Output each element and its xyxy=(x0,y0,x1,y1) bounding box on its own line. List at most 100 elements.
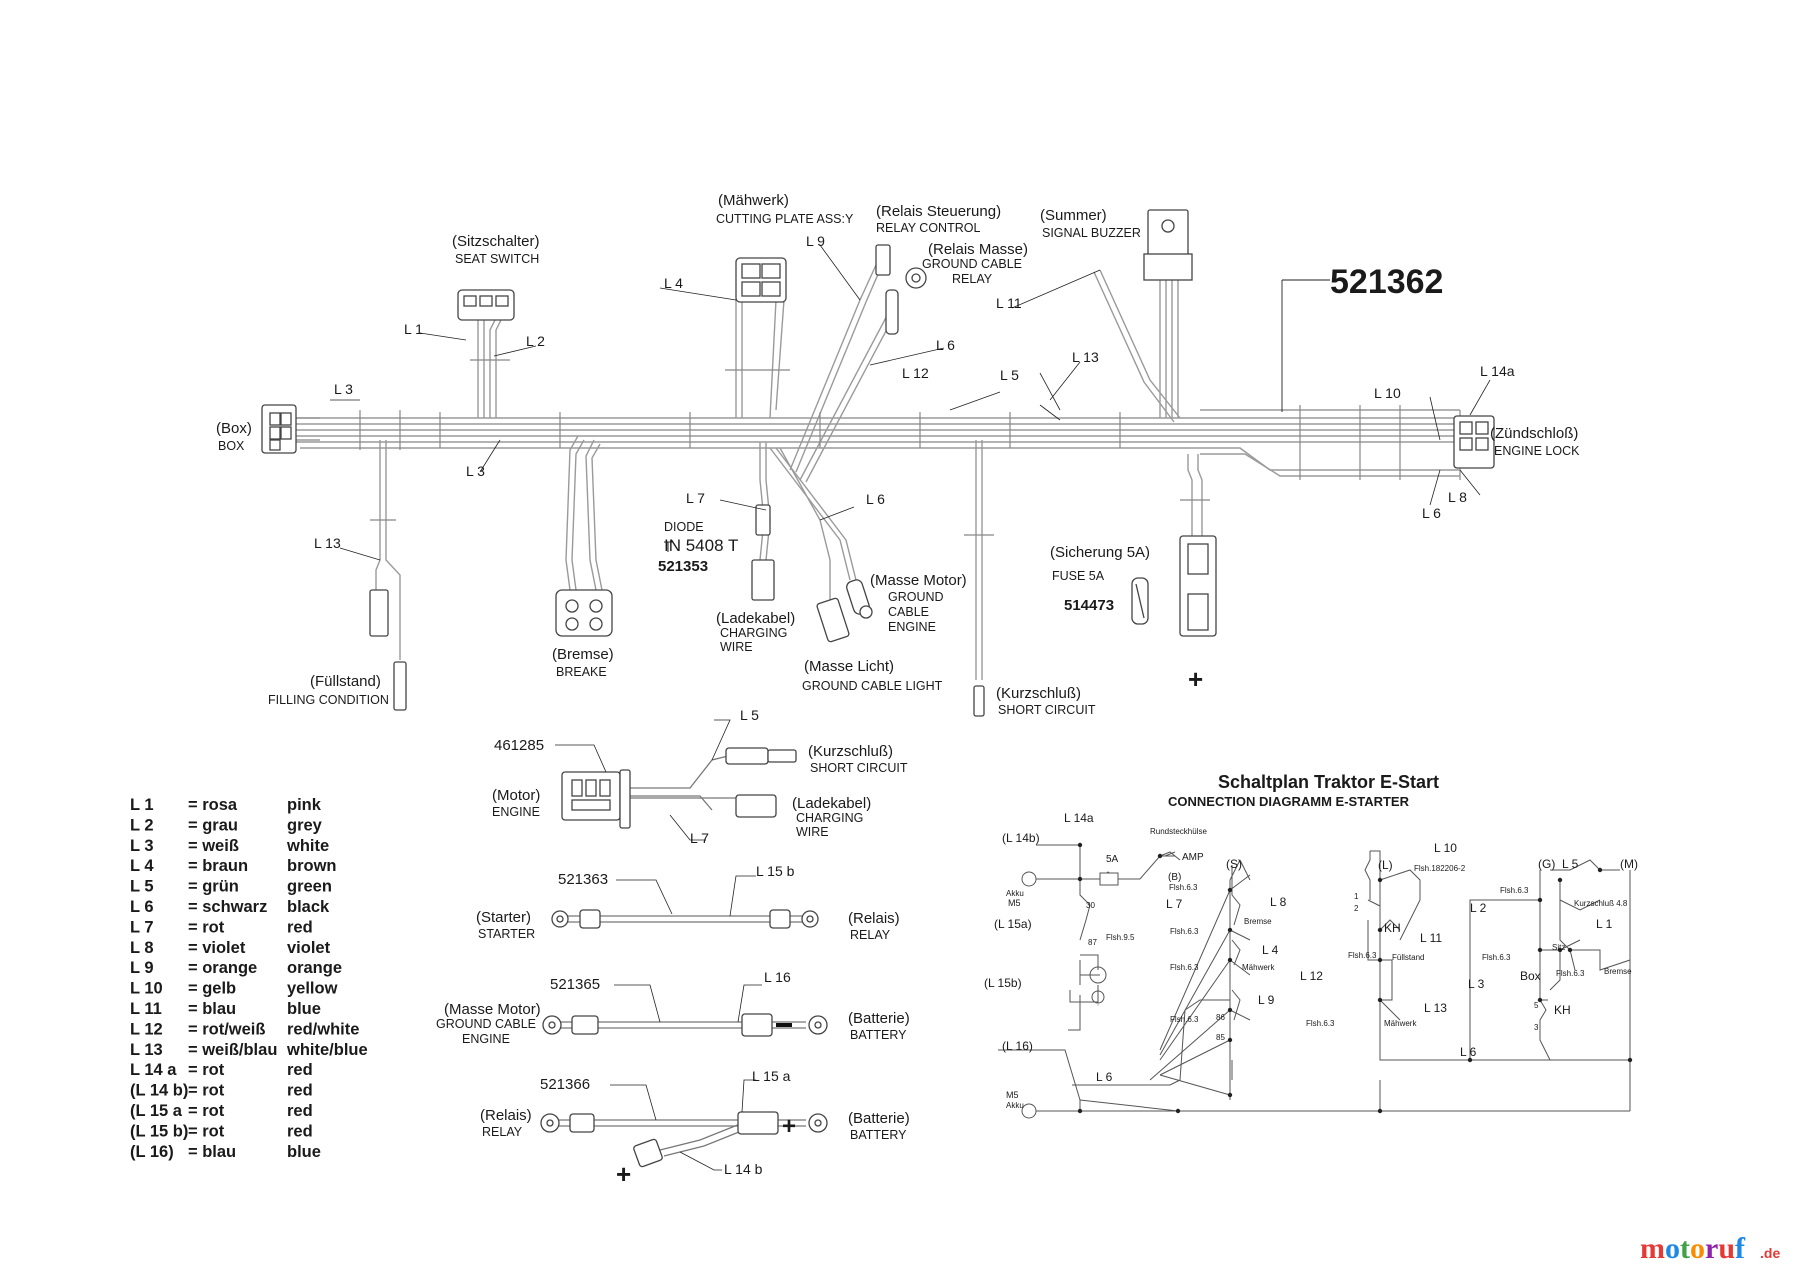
filling-label-de: (Füllstand) xyxy=(310,673,381,690)
sch-kh: KH xyxy=(1384,921,1401,935)
legend-en: violet xyxy=(287,939,331,957)
sch-l14a: L 14a xyxy=(1064,811,1094,825)
legend-code: L 4 xyxy=(130,857,154,875)
sch-l6b: L 6 xyxy=(1460,1045,1477,1059)
legend-en: red xyxy=(287,1082,313,1100)
legend-code: L 8 xyxy=(130,939,154,957)
ground-engine-branch xyxy=(769,447,857,600)
legend-de: = rot xyxy=(188,918,225,936)
box-label-de: (Box) xyxy=(216,420,252,437)
sch-n5: 5 xyxy=(1534,1001,1539,1010)
wire-label-l13b: L 13 xyxy=(1072,349,1099,365)
sch-flsh63-3: Flsh.6.3 xyxy=(1170,963,1199,972)
box-label-en: BOX xyxy=(218,439,245,453)
sch-flsh63-2: Flsh.6.3 xyxy=(1170,927,1199,936)
cable-1-part: 521363 xyxy=(558,871,608,888)
diode-label: DIODE xyxy=(664,520,704,534)
legend-code: L 2 xyxy=(130,816,154,834)
legend-de: = grau xyxy=(188,816,238,834)
legend-de: = weiß xyxy=(188,837,239,855)
sch-lterm: (L) xyxy=(1378,858,1393,872)
motor-label-en: ENGINE xyxy=(492,805,540,819)
schematic-title: Schaltplan Traktor E-Start xyxy=(1218,772,1439,792)
short-circuit-terminal xyxy=(973,685,985,717)
wire-label-l11: L 11 xyxy=(996,295,1022,311)
harness-part-number: 521362 xyxy=(1330,263,1443,301)
legend-de: = rot xyxy=(188,1102,225,1120)
sch-b: (B) xyxy=(1168,872,1181,883)
sch-86: 86 xyxy=(1216,1013,1225,1022)
wire-label-l12: L 12 xyxy=(902,365,929,381)
brake-branch xyxy=(565,435,603,591)
legend-en: red/white xyxy=(287,1020,359,1038)
legend-en: white xyxy=(286,837,329,855)
legend-en: grey xyxy=(287,816,323,834)
diode-branch xyxy=(759,442,771,561)
fuse-branch xyxy=(1187,454,1203,540)
watermark-letter: t xyxy=(1680,1232,1690,1265)
watermark-letter: u xyxy=(1718,1232,1735,1265)
brake-label-en: BREAKE xyxy=(556,665,607,679)
buzzer-label-de: (Summer) xyxy=(1040,207,1107,224)
ground-engine-eyelet xyxy=(846,579,873,619)
charging-label-de: (Ladekabel) xyxy=(716,610,795,627)
sch-l10: L 10 xyxy=(1434,841,1457,855)
motor-short-de: (Kurzschluß) xyxy=(808,743,893,760)
sch-maehwerk2: Mähwerk xyxy=(1384,1019,1417,1028)
sch-l13: L 13 xyxy=(1424,1001,1447,1015)
sch-l9: L 9 xyxy=(1258,993,1275,1007)
sch-amp: AMP xyxy=(1182,852,1204,863)
cable-3-right-en: BATTERY xyxy=(850,1128,907,1142)
motor-charging-en2: WIRE xyxy=(796,825,829,839)
sch-m5: M5 xyxy=(1008,898,1021,908)
sch-flsh63-8: Flsh.6.3 xyxy=(1482,953,1511,962)
motor-short-en: SHORT CIRCUIT xyxy=(810,761,908,775)
legend-code: L 9 xyxy=(130,959,154,977)
sch-s: (S) xyxy=(1226,857,1242,871)
legend-code: (L 14 b) xyxy=(130,1082,188,1100)
cable-521365 xyxy=(542,1013,828,1037)
cable-2-part: 521365 xyxy=(550,976,600,993)
legend-de: = blau xyxy=(188,1143,236,1161)
legend-code: L 12 xyxy=(130,1020,163,1038)
legend-en: red xyxy=(287,1061,313,1079)
legend-de: = orange xyxy=(188,959,257,977)
legend-code: (L 15 a xyxy=(130,1102,183,1120)
wire-label-l8: L 8 xyxy=(1448,489,1467,505)
cable-3-left-en: RELAY xyxy=(482,1125,523,1139)
engine-lock-label-de: (Zündschloß) xyxy=(1490,425,1578,442)
legend-en: blue xyxy=(287,1000,321,1018)
legend-de: = braun xyxy=(188,857,248,875)
legend-en: white/blue xyxy=(286,1041,368,1059)
sch-l15b: (L 15b) xyxy=(984,976,1022,990)
ground-light-label-de: (Masse Licht) xyxy=(804,658,894,675)
watermark-letter: r xyxy=(1705,1232,1718,1265)
cable-2-left-en1: GROUND CABLE xyxy=(436,1017,536,1031)
wire-label-l2: L 2 xyxy=(526,333,545,349)
diode-type: IN 5408 T xyxy=(664,536,738,555)
buzzer-branch xyxy=(1093,269,1181,423)
sch-l4: L 4 xyxy=(1262,943,1279,957)
sch-l7: L 7 xyxy=(1166,897,1183,911)
sch-flsh63-6: Flsh.6.3 xyxy=(1306,1019,1335,1028)
sch-akku2: Akku xyxy=(1006,1101,1024,1110)
fuse-holder xyxy=(1179,535,1217,637)
sch-l16: (L 16) xyxy=(1002,1039,1033,1053)
sch-rund: Rundsteckhülse xyxy=(1150,827,1207,836)
legend-de: = rot xyxy=(188,1082,225,1100)
sch-flsh-special: Flsh.182206-2 xyxy=(1414,864,1466,873)
sch-kh2: KH xyxy=(1554,1003,1571,1017)
wire-label-l4: L 4 xyxy=(664,275,683,291)
wire-label-l10: L 10 xyxy=(1374,385,1401,401)
short-circuit-label-en: SHORT CIRCUIT xyxy=(998,703,1096,717)
diode-part-number: 521353 xyxy=(658,558,708,575)
engine-lock-connector xyxy=(1453,415,1495,469)
cutting-plate-branch xyxy=(735,289,785,419)
cable-3-part: 521366 xyxy=(540,1076,590,1093)
charging-label-en1: CHARGING xyxy=(720,626,787,640)
sch-sitz: Sitz xyxy=(1552,943,1565,952)
legend-code: L 7 xyxy=(130,918,154,936)
ground-engine-label-en3: ENGINE xyxy=(888,620,936,634)
sch-g: (G) xyxy=(1538,857,1555,871)
